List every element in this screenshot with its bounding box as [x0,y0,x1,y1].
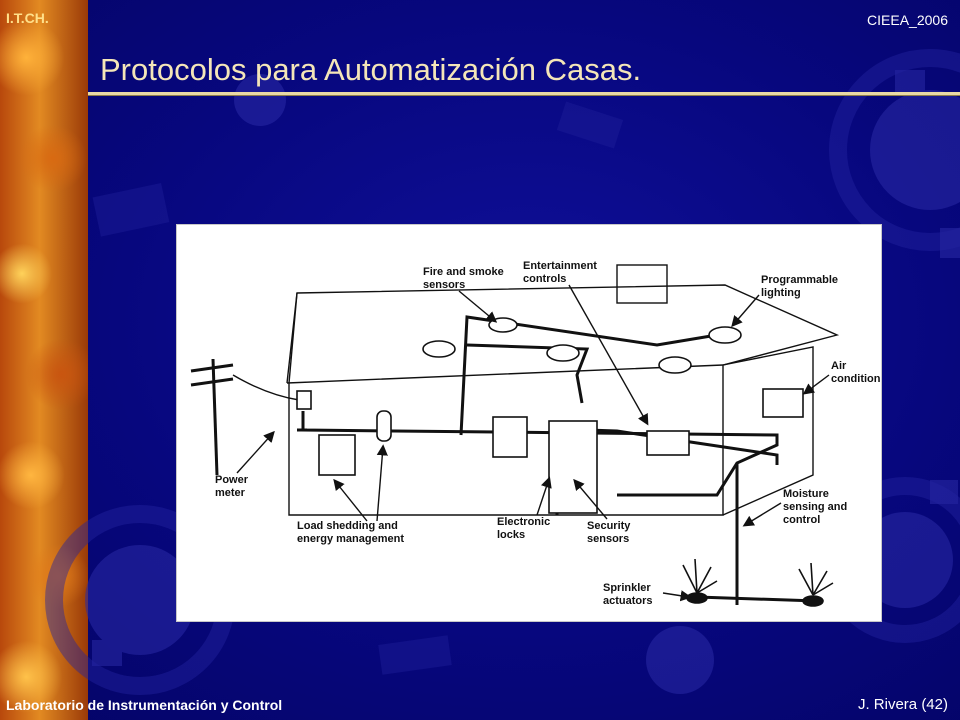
label-sprinkler-line2: actuators [603,595,653,607]
label-entertainment-line1: Entertainment [523,260,597,272]
wiring [297,315,818,605]
footer-lab-name: Laboratorio de Instrumentación y Control [6,697,283,713]
label-load-line1: Load shedding and [297,520,398,532]
label-security-line2: sensors [587,533,629,545]
label-electronic-line2: locks [497,529,525,541]
label-load-line2: energy management [297,533,404,545]
label-power-line2: meter [215,487,246,499]
label-programmable-line2: lighting [761,287,801,299]
label-fire-smoke-line1: Fire and smoke [423,266,504,278]
label-programmable-line1: Programmable [761,274,838,286]
decorative-side-strip [0,0,88,720]
label-moisture-line3: control [783,514,820,526]
label-power-line1: Power [215,474,249,486]
label-electronic-line1: Electronic [497,516,550,528]
title-underline [88,92,960,96]
house-outline [286,264,840,516]
label-security-line1: Security [587,520,631,532]
label-moisture-line2: sensing and [783,501,847,513]
utility-pole [190,358,300,476]
label-fire-smoke-line2: sensors [423,279,465,291]
appliances [296,388,804,514]
conference-label: CIEEA_2006 [867,12,948,28]
sprinkler-heads [682,558,834,607]
label-moisture-line1: Moisture [783,488,829,500]
label-sprinkler-line1: Sprinkler [603,582,651,594]
footer-author-page: J. Rivera (42) [857,696,948,713]
organization-label: I.T.CH. [6,10,49,26]
leader-arrows [236,284,830,602]
home-automation-diagram: Fire and smoke sensors Entertainment con… [176,224,882,622]
slide-title: Protocolos para Automatización Casas. [100,52,642,87]
label-air-line1: Air [831,360,847,372]
house-schematic: Fire and smoke sensors Entertainment con… [190,260,881,607]
label-entertainment-line2: controls [523,273,566,285]
ceiling-lights [422,317,742,374]
label-air-line2: condition [831,373,881,385]
